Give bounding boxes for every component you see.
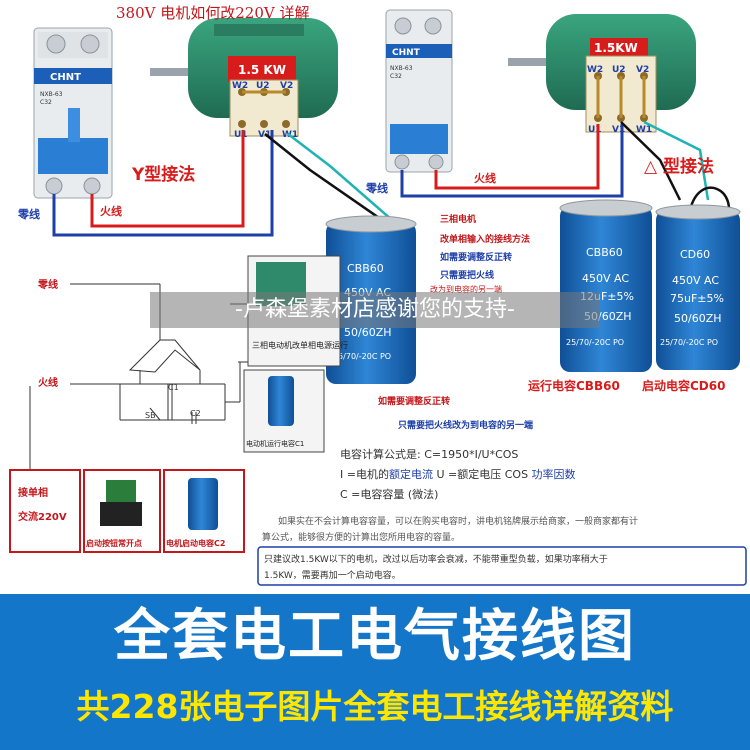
capacitor-start: CD60 450V AC 75uF±5% 50/60ZH 25/70/-20C … bbox=[655, 186, 741, 370]
cap-start-model: CD60 bbox=[680, 248, 710, 261]
cap-center-model: CBB60 bbox=[347, 262, 384, 275]
schem-button-caption: 启动按钮常开点 bbox=[86, 538, 142, 548]
banner bbox=[0, 594, 750, 750]
schem-runcap-caption: 电动机运行电容C1 bbox=[246, 439, 304, 448]
breaker-left-rating: C32 bbox=[40, 99, 52, 106]
banner-title: 全套电工电气接线图 bbox=[114, 604, 636, 669]
note-line1: 三相电机 bbox=[440, 213, 476, 225]
motor-right-v2: V2 bbox=[636, 65, 649, 75]
motor-right-power: 1.5KW bbox=[594, 41, 638, 55]
cap-start-capacity: 75uF±5% bbox=[670, 292, 724, 305]
note-line5: 改为到电容的另一端 bbox=[430, 284, 502, 294]
right-method: △ 型接法 bbox=[644, 156, 714, 177]
breaker-left: CHNT NXB-63 C32 bbox=[33, 27, 113, 199]
formula-line2-d: 功率因数 bbox=[532, 467, 576, 481]
formula-warn2: 1.5KW，需要再加一个启动电容。 bbox=[264, 569, 401, 581]
formula: 电容计算公式是: C=1950*I/U*COS I =电机的额定电流 U =额定… bbox=[257, 447, 747, 586]
schem-source-caption1: 接单相 bbox=[18, 486, 48, 499]
note-line2: 改单相输入的接线方法 bbox=[440, 233, 530, 245]
breaker-left-brand: CHNT bbox=[50, 72, 81, 83]
formula-title: 电容计算公式是: C=1950*I/U*COS bbox=[340, 447, 518, 461]
cap-start-caption: 启动电容CD60 bbox=[642, 378, 725, 393]
notes: 三相电机 改单相输入的接线方法 如需要调整反正转 只需要把火线 改为到电容的另一… bbox=[378, 213, 533, 431]
formula-line2-b: 额定电流 bbox=[389, 467, 433, 481]
note-line4: 只需要把火线 bbox=[440, 269, 494, 281]
left-neutral-label: 零线 bbox=[17, 207, 40, 221]
motor-right: 1.5KW W2 U2 V2 U1 V1 W1 bbox=[508, 14, 696, 135]
breaker-right-model: NXB-63 bbox=[390, 65, 413, 72]
motor-right-w1: W1 bbox=[636, 125, 652, 135]
schem-button-image bbox=[106, 480, 136, 502]
cap-start-voltage: 450V AC bbox=[672, 274, 719, 287]
cap-run-caption: 运行电容CBB60 bbox=[528, 378, 620, 393]
schem-runcap-image bbox=[268, 376, 294, 426]
schem-startcap-image bbox=[188, 478, 218, 530]
breaker-right-brand: CHNT bbox=[392, 48, 421, 58]
cap-run-voltage: 450V AC bbox=[582, 272, 629, 285]
schem-c2: C2 bbox=[190, 409, 201, 418]
cap-center-spec: 25/70/-20C PO bbox=[333, 352, 391, 361]
formula-advice2: 算公式，能够很方便的计算出您所用电容的容量。 bbox=[262, 531, 460, 543]
motor-left-w2: W2 bbox=[232, 81, 248, 91]
right-live-label: 火线 bbox=[474, 171, 496, 185]
left-live-label: 火线 bbox=[100, 204, 122, 218]
note-line3: 如需要调整反正转 bbox=[440, 251, 512, 263]
schem-c1: C1 bbox=[168, 383, 179, 392]
motor-left-u1: U1 bbox=[234, 130, 248, 140]
note-reverse2: 只需要把火线改为到电容的另一端 bbox=[398, 419, 533, 431]
motor-left-u2: U2 bbox=[256, 81, 270, 91]
formula-line3: C =电容容量 (微法) bbox=[340, 487, 438, 501]
motor-left-power: 1.5 KW bbox=[238, 63, 286, 77]
wires-left bbox=[52, 130, 393, 237]
schem-neutral: 零线 bbox=[37, 278, 58, 291]
schem-startcap-caption: 电机启动电容C2 bbox=[166, 538, 225, 548]
banner-subtitle: 共228张电子图片全套电工接线详解资料 bbox=[76, 687, 674, 726]
schem-sb: SB bbox=[145, 411, 156, 420]
cap-center-freq: 50/60ZH bbox=[344, 326, 392, 339]
formula-advice1: 如果实在不会计算电容容量，可以在购买电容时，讲电机铭牌展示给商家，一般商家都有计 bbox=[278, 515, 638, 527]
formula-line2-c: U =额定电压 COS bbox=[433, 467, 532, 481]
schem-box-caption: 三相电动机改单相电源运行 bbox=[252, 340, 348, 350]
motor-right-v1: V1 bbox=[612, 125, 625, 135]
schem-live: 火线 bbox=[38, 376, 58, 389]
breaker-left-model: NXB-63 bbox=[40, 91, 63, 98]
schematic bbox=[29, 283, 265, 470]
left-method: Y型接法 bbox=[131, 164, 195, 185]
cap-run-spec: 25/70/-20C PO bbox=[566, 338, 624, 347]
capacitor-run: CBB60 450V AC 12uF±5% 50/60ZH 25/70/-20C… bbox=[559, 199, 653, 372]
note-reverse1: 如需要调整反正转 bbox=[378, 395, 450, 407]
cap-start-freq: 50/60ZH bbox=[674, 312, 722, 325]
formula-warning-box bbox=[257, 546, 747, 586]
watermark: -卢森堡素材店感谢您的支持- bbox=[150, 292, 600, 328]
motor-right-w2: W2 bbox=[587, 65, 603, 75]
header-title: 380V 电机如何改220V 详解 bbox=[116, 4, 309, 22]
motor-right-u2: U2 bbox=[612, 65, 626, 75]
formula-line2: I =电机的额定电流 U =额定电压 COS 功率因数 bbox=[340, 467, 576, 481]
wires-right bbox=[400, 120, 710, 201]
cap-run-model: CBB60 bbox=[586, 246, 623, 259]
schem-source-box bbox=[9, 469, 81, 553]
breaker-right-rating: C32 bbox=[390, 73, 402, 80]
cap-start-spec: 25/70/-20C PO bbox=[660, 338, 718, 347]
breaker-right: CHNT NXB-63 C32 bbox=[385, 9, 453, 173]
right-neutral-label: 零线 bbox=[365, 181, 388, 195]
motor-left-v2: V2 bbox=[280, 81, 293, 91]
motor-left: 1.5 KW W2 U2 V2 U1 V1 W1 bbox=[150, 18, 338, 140]
formula-warn1: 只建议改1.5KW以下的电机，改过以后功率会衰减，不能带重型负载，如果功率稍大于 bbox=[264, 553, 608, 565]
schem-source-caption2: 交流220V bbox=[18, 510, 67, 523]
motor-right-u1: U1 bbox=[588, 125, 602, 135]
formula-line2-a: I =电机的 bbox=[340, 467, 389, 481]
